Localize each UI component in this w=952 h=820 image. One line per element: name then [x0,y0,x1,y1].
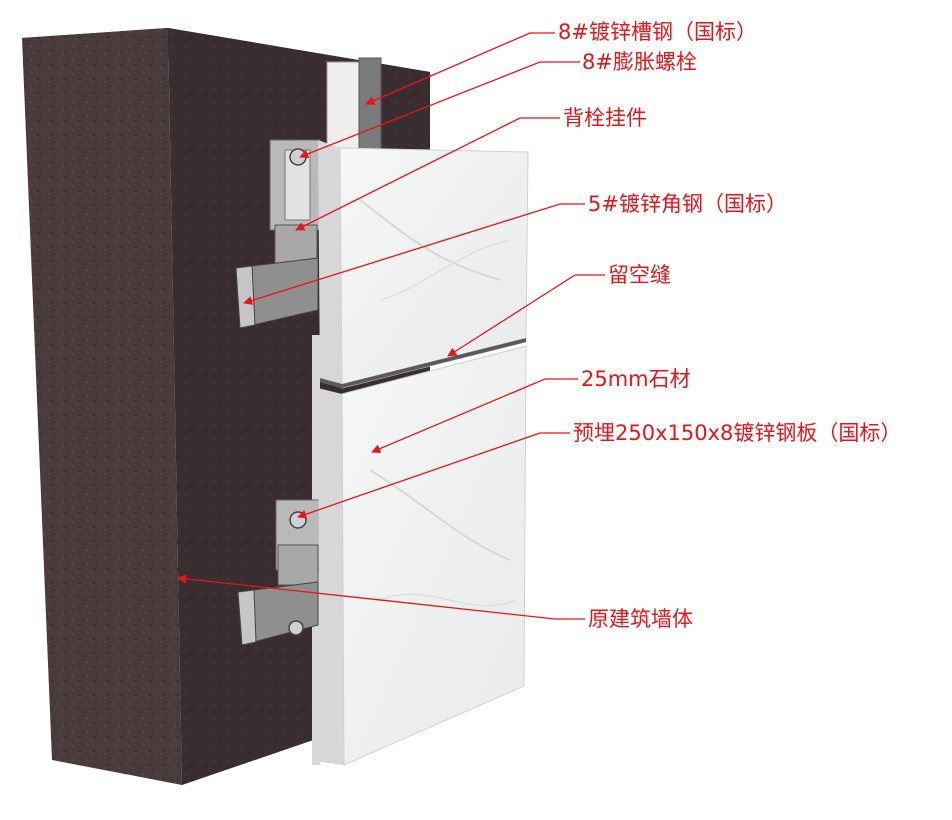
leader-expansion-bolt [299,61,580,159]
leader-angle-steel [243,203,585,305]
leader-lines [177,32,605,620]
wall-front-face [22,28,182,785]
label-embedded-plate: 预埋250x150x8镀锌钢板（国标） [573,421,902,445]
label-channel-steel: 8#镀锌槽钢（国标） [558,20,757,44]
lower-bracket [237,499,321,646]
bolt-head-icon [289,148,307,166]
stone-panel-lower [318,345,527,766]
label-expansion-bolt: 8#膨胀螺栓 [582,50,697,74]
bolt-head-icon [288,620,304,636]
label-stone-25mm: 25mm石材 [581,367,691,391]
leader-back-bolt-hanger [295,117,560,231]
leader-reserved-gap [447,274,605,357]
label-angle-steel: 5#镀锌角钢（国标） [588,192,787,216]
stone-panel-upper [318,140,529,389]
leader-channel-steel [365,32,555,105]
label-back-bolt-hanger: 背栓挂件 [563,106,647,130]
leader-embedded-plate [297,432,570,519]
leader-original-wall [177,574,585,620]
label-original-wall: 原建筑墙体 [588,607,693,631]
leader-stone [371,378,578,454]
label-reserved-gap: 留空缝 [608,263,671,287]
